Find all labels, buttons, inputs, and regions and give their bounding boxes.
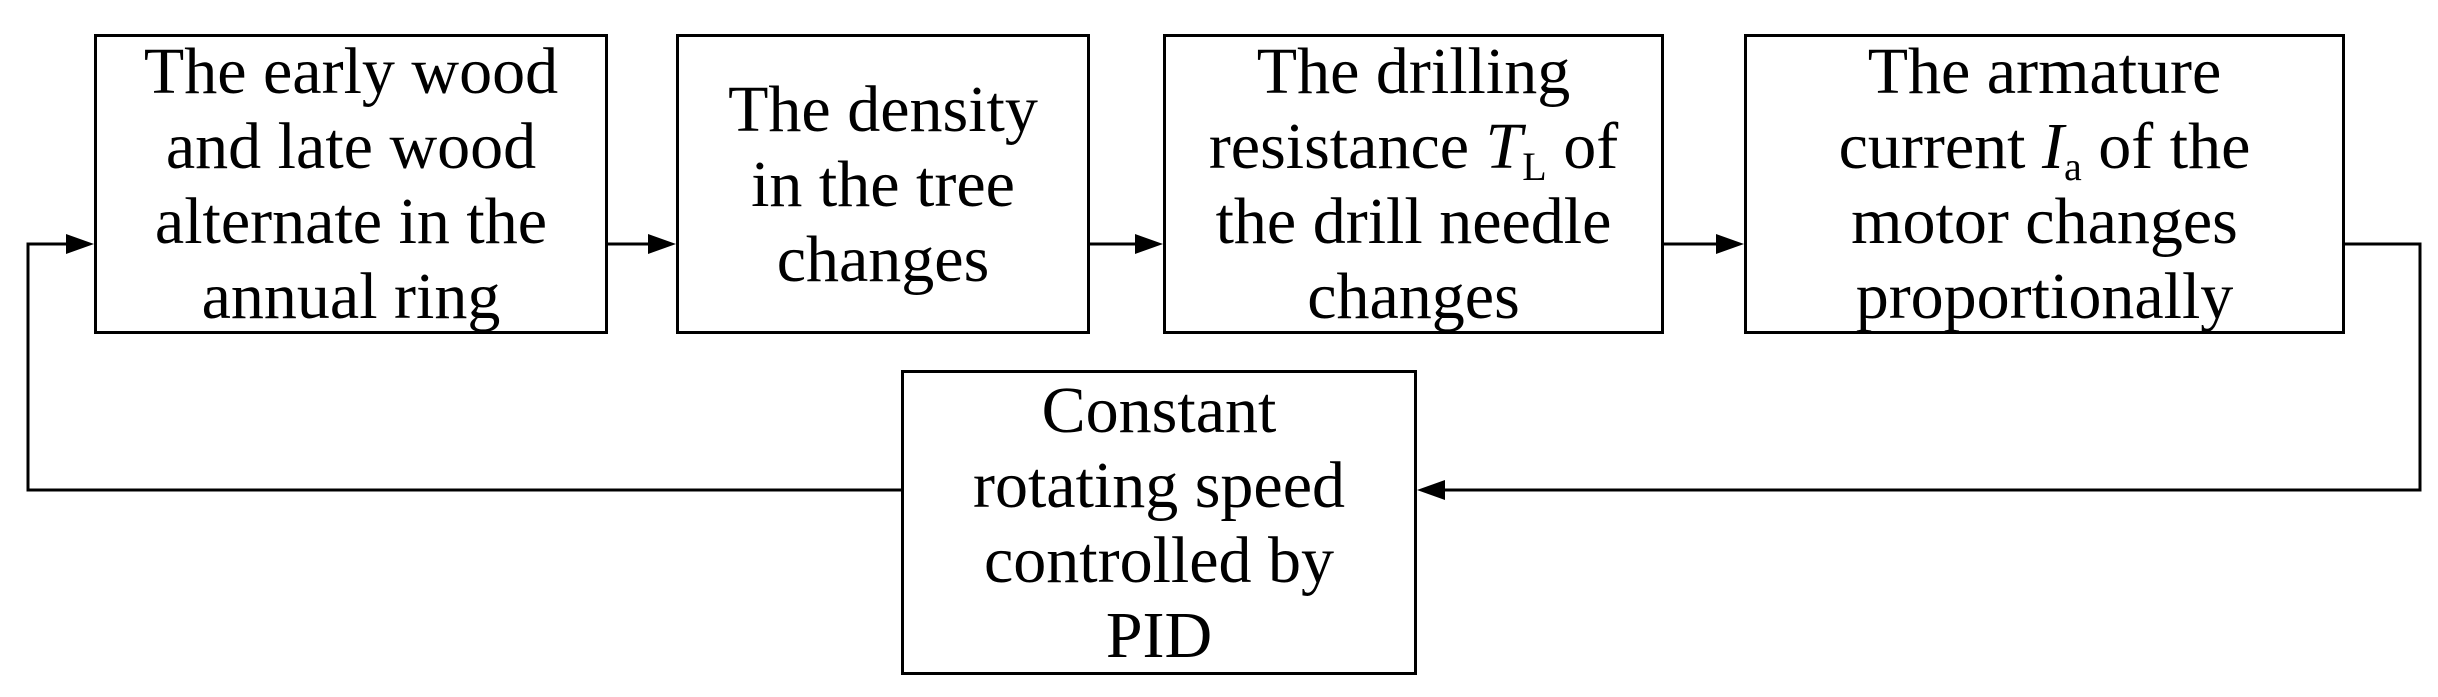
box-text-line-with-variable: current Ia of the — [1838, 109, 2251, 187]
box-text-line: The early wood — [143, 35, 559, 108]
box-text-line: in the tree — [751, 147, 1015, 221]
box-text-line: changes — [1307, 260, 1520, 333]
box-text-line: rotating speed — [972, 448, 1346, 522]
variable-subscript: L — [1522, 144, 1547, 189]
variable-subscript: a — [2064, 144, 2082, 189]
box-text-line: changes — [776, 222, 990, 296]
variable-symbol: I — [2042, 110, 2064, 183]
box-text-line: The armature — [1867, 35, 2222, 108]
box-text-line: controlled by — [983, 523, 1335, 597]
box-text-line: the drill needle — [1215, 185, 1612, 258]
text-fragment: current — [1838, 110, 2043, 183]
armature-current-box: The armature current Ia of the motor cha… — [1744, 34, 2345, 334]
text-fragment: of — [1546, 110, 1619, 183]
density-box: The density in the tree changes — [676, 34, 1090, 334]
arrow-box5-to-box1 — [26, 234, 901, 492]
box-text-line: The drilling — [1256, 35, 1571, 108]
drilling-resistance-box: The drilling resistance TL of the drill … — [1163, 34, 1664, 334]
pid-speed-control-box: Constant rotating speed controlled by PI… — [901, 370, 1417, 675]
box-text-line: PID — [1105, 598, 1213, 672]
box-text-line: annual ring — [201, 260, 501, 333]
arrow-box2-to-box3 — [1090, 234, 1163, 254]
box-text-line: motor changes — [1851, 185, 2238, 258]
annual-ring-box: The early wood and late wood alternate i… — [94, 34, 608, 334]
box-text-line: proportionally — [1855, 260, 2234, 333]
box-text-line: alternate in the — [154, 185, 548, 258]
arrow-box1-to-box2 — [608, 234, 676, 254]
text-fragment: of the — [2081, 110, 2251, 183]
box-text-line-with-variable: resistance TL of — [1208, 109, 1619, 187]
arrow-box4-to-box5 — [1417, 242, 2422, 500]
box-text-line: Constant — [1041, 373, 1277, 447]
variable-symbol: T — [1485, 110, 1523, 183]
text-fragment: resistance — [1208, 110, 1486, 183]
box-text-line: The density — [728, 72, 1038, 146]
box-text-line: and late wood — [165, 110, 537, 183]
arrow-box3-to-box4 — [1664, 234, 1744, 254]
